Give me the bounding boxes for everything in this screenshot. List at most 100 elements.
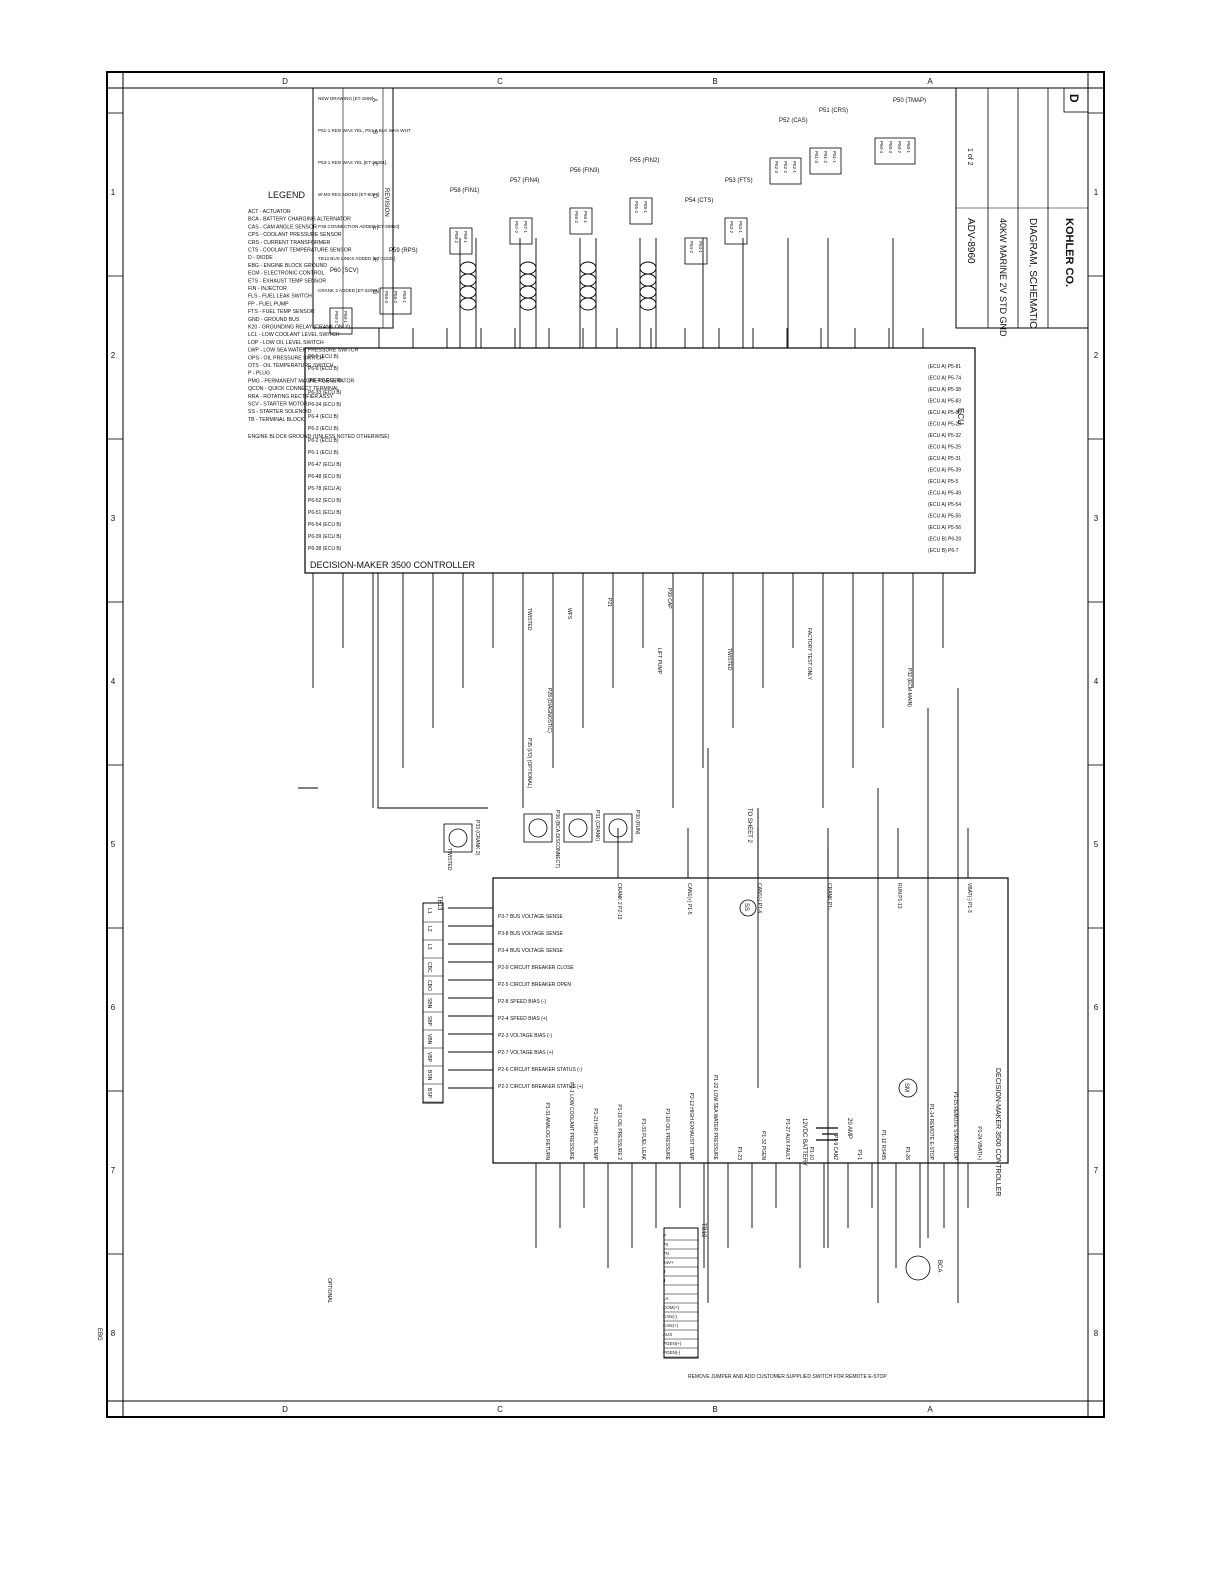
zone-number-left: 6 xyxy=(111,1003,116,1012)
zone-letter-bottom: D xyxy=(282,1405,288,1414)
bca-icon xyxy=(905,1255,931,1281)
legend-item: QCON - QUICK CONNECT TERMINAL xyxy=(248,386,339,392)
legend-item: FIN - INJECTOR xyxy=(248,286,287,292)
dm-bottom-input-label: P2-5 CIRCUIT BREAKER OPEN xyxy=(498,982,571,988)
dm-bottom-input-label: P2-9 CIRCUIT BREAKER CLOSE xyxy=(498,965,574,971)
zone-number-left: 4 xyxy=(111,677,116,686)
tb13-terminal: L3 xyxy=(426,944,432,950)
lift-pump-label: LIFT PUMP xyxy=(656,648,662,675)
twist-mark xyxy=(459,261,477,275)
ecu-pin-label-bottom: P6-51 (ECU B) xyxy=(308,510,342,516)
dm-bottom-input-label: P3-7 BUS VOLTAGE SENSE xyxy=(498,914,564,920)
sheet-number: 1 of 2 xyxy=(966,148,973,166)
factory-test-label: FACTORY TEST ONLY xyxy=(806,628,812,681)
twist-mark xyxy=(579,297,597,311)
dm-bottom-input-label: P3-8 BUS VOLTAGE SENSE xyxy=(498,931,564,937)
revision-letter-cell: C xyxy=(371,162,377,167)
legend-item: OPS - OIL PRESSURE SWITCH xyxy=(248,355,324,361)
p99-label: P99 CAP xyxy=(666,588,672,609)
tb10-terminal: CAN(+) xyxy=(663,1323,679,1328)
sensor-name: P60 (SCV) xyxy=(330,268,359,274)
legend-item: ETS - EXHAUST TEMP SENSOR xyxy=(248,278,326,284)
dm3500-controller-name: DECISION-MAKER 3500 CONTROLLER xyxy=(994,1068,1001,1196)
twist-mark xyxy=(459,285,477,299)
dm-input-label: P1-27 AUX FAULT xyxy=(784,1119,790,1160)
zone-number-right: 3 xyxy=(1094,514,1099,523)
sensor-connector xyxy=(809,147,842,175)
tb13-label: TB13 xyxy=(436,896,442,911)
tb13-terminal: CBC xyxy=(426,962,432,973)
sensor-pin: P59-1 xyxy=(402,291,407,304)
ecu-box xyxy=(304,347,976,574)
dm-input-label: P1-23 xyxy=(736,1147,742,1161)
relay-label: P31 (CRANK) xyxy=(594,810,600,841)
dm-input-label: P1-9 CAN2 xyxy=(832,1135,838,1161)
sensor-pin: P59-2 xyxy=(393,291,398,304)
zone-number-right: 4 xyxy=(1094,677,1099,686)
legend-item: FLS - FUEL LEAK SWITCH xyxy=(248,294,312,300)
dm-input-label: P1-31 ANALOG RETURN xyxy=(544,1102,550,1160)
ecu-pin-label-bottom: P6-33 (ECU B) xyxy=(308,390,342,396)
sensor-pin: P50-1 xyxy=(906,141,911,154)
twist-mark xyxy=(639,261,657,275)
tb13-terminal: L2 xyxy=(426,926,432,932)
tb10-terminal: PGEN(-) xyxy=(663,1350,681,1355)
tb13-terminal: SBN xyxy=(426,998,432,1009)
tb13-box xyxy=(422,902,444,1104)
ecu-pin-label-bottom: P6-3 (ECU B) xyxy=(308,426,339,432)
relay-coil-icon xyxy=(608,818,628,838)
dm-input-label: P1-21 HIGH OIL TEMP xyxy=(592,1108,598,1160)
revision-letter-cell: E xyxy=(371,226,377,230)
ecu-pin-label-top: (ECU A) P5-38 xyxy=(928,387,961,393)
sensor-pin: P52-1 xyxy=(792,161,797,174)
sensor-connector xyxy=(449,227,473,255)
sensor-name: P51 (CRS) xyxy=(819,108,848,114)
sensor-pin: P52-3 xyxy=(774,161,779,174)
legend-item: RRA - ROTATING RECTIFIER ASSY xyxy=(248,394,334,400)
dm-left-pin-label: VBAT(-) P1-3 xyxy=(966,883,972,913)
sensor-pin: P59-3 xyxy=(384,291,389,304)
zone-number-right: 8 xyxy=(1094,1329,1099,1338)
tb10-terminal: 70 xyxy=(663,1242,669,1247)
tb10-terminal: CAN(-) xyxy=(663,1314,677,1319)
zone-letter-top: A xyxy=(927,77,933,86)
relays: P30 (RUN)P31 (CRANK)P36 (BCA DISCONNECT)… xyxy=(96,787,942,1341)
zone-letter-bottom: C xyxy=(497,1405,503,1414)
ecu-pin-label-top: (ECU A) P5-5 xyxy=(928,479,959,485)
ecu-pin-label-bottom: P6-47 (ECU B) xyxy=(308,462,342,468)
revision-description: P53-1 RED WAS YEL [ET-21801] xyxy=(318,160,386,165)
ecu-pin-label-bottom: P6-52 (ECU B) xyxy=(308,498,342,504)
ecu-pin-label-bottom: (P6-48) ECU B xyxy=(308,378,342,384)
dm-input-label: P1-18 OIL PRESSURE xyxy=(664,1108,670,1160)
p28-label: P28 (DIAGNOSTIC) xyxy=(546,688,552,733)
legend-title: LEGEND xyxy=(268,190,306,200)
zone-number-right: 1 xyxy=(1094,188,1099,197)
tb10-terminal: P xyxy=(663,1233,666,1238)
dm-input-label: P1-32 PGEN xyxy=(760,1131,766,1160)
zone-number-left: 7 xyxy=(111,1166,116,1175)
relay-coil-icon xyxy=(528,818,548,838)
starter-solenoid-label: SS xyxy=(743,903,749,911)
sensor-connector xyxy=(379,287,412,315)
sensor-name: P50 (TMAP) xyxy=(893,98,926,104)
fuse-label: 20 AMP xyxy=(846,1118,852,1139)
legend-item: SCV - STARTER MOTOR xyxy=(248,402,308,408)
zone-letter-bottom: B xyxy=(712,1405,717,1414)
ecu-pin-label-top: (ECU A) P5-54 xyxy=(928,502,961,508)
dm-input-label: P1-22 LOW SEA WATER PRESSURE xyxy=(712,1075,718,1161)
zone-number-right: 2 xyxy=(1094,351,1099,360)
dm-bottom-input-label: P2-6 CIRCUIT BREAKER STATUS (-) xyxy=(498,1067,583,1073)
legend-item: FTS - FUEL TEMP SENSOR xyxy=(248,309,315,315)
zone-letter-bottom: A xyxy=(927,1405,933,1414)
wfs-label: WFS xyxy=(566,608,572,620)
revision-description: W-M3 RES ADDED [ET-8027] xyxy=(318,192,379,197)
relay-coil-icon xyxy=(448,828,468,848)
legend-item: FP - FUEL PUMP xyxy=(248,301,289,307)
sensor-pin: P60-1 xyxy=(343,311,348,324)
revision-header: REVISION xyxy=(383,188,389,217)
ecu-pin-label-top: (ECU A) P5-86 xyxy=(928,410,961,416)
